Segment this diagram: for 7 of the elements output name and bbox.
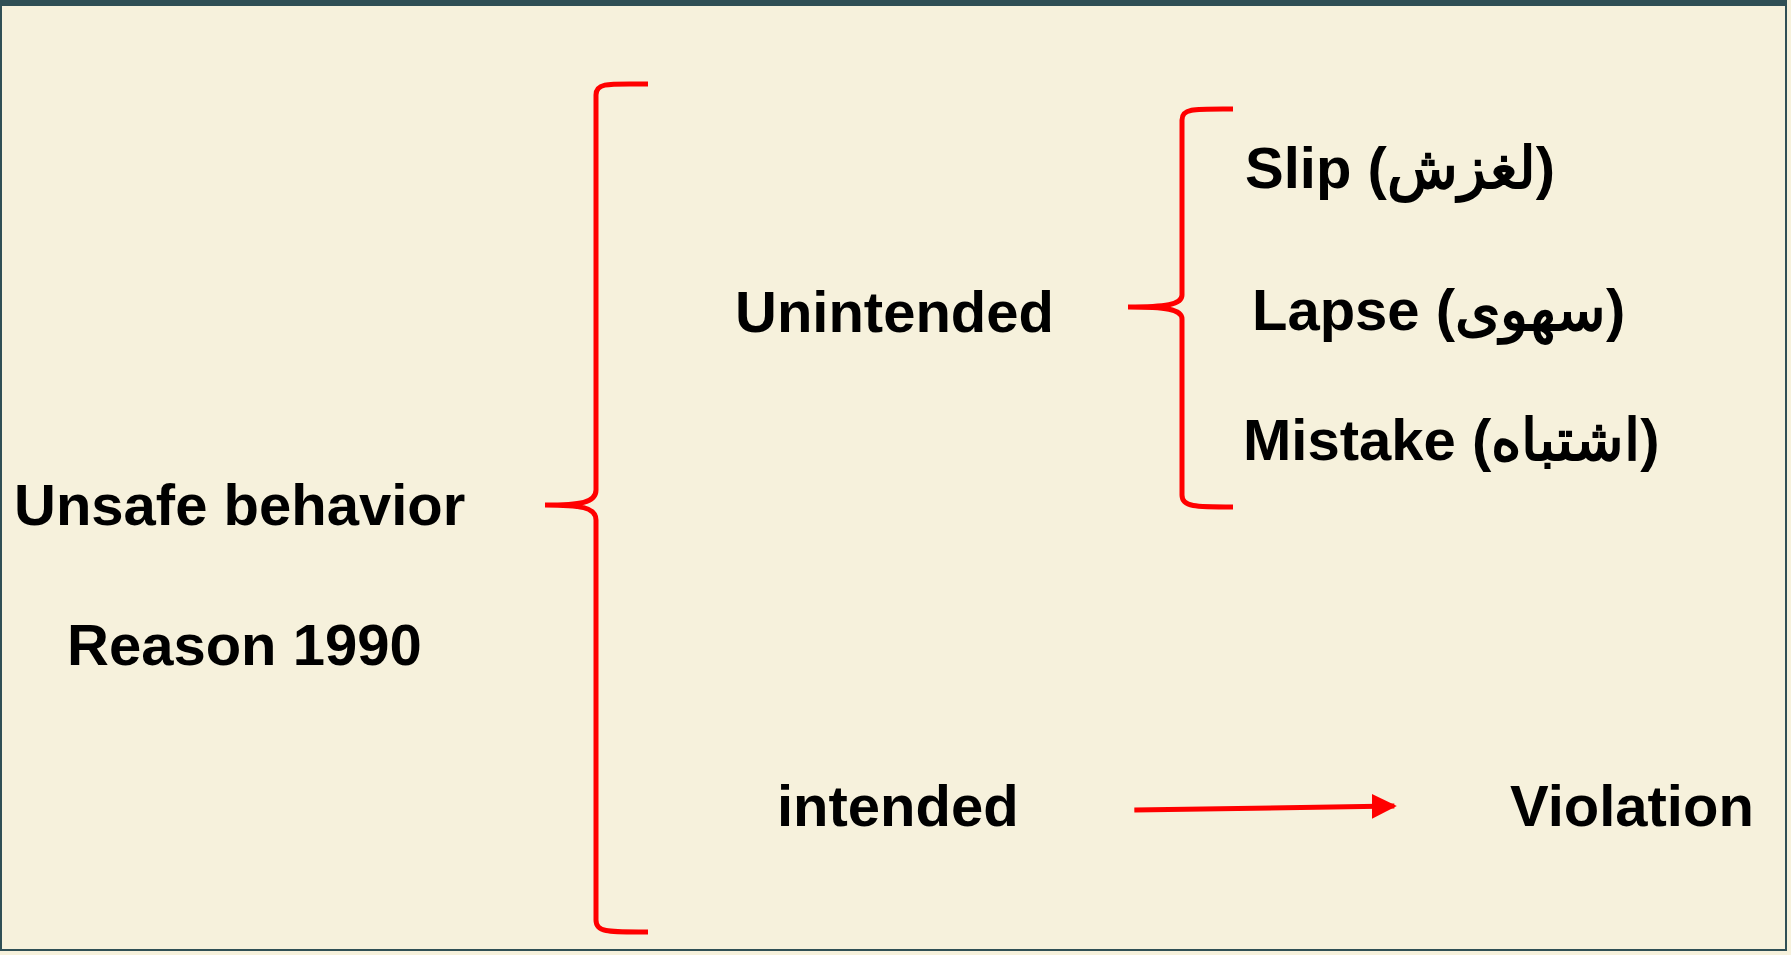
node-label: intended [777, 774, 1019, 838]
branch-label: Unintended [735, 280, 1054, 344]
category-label: Mistake (اشتباه) [1243, 408, 1660, 472]
citation-label: Reason 1990 [67, 613, 422, 677]
node-label: Violation [1510, 774, 1754, 838]
arrow [1134, 793, 1397, 819]
root-label: Unsafe behavior [14, 473, 466, 537]
